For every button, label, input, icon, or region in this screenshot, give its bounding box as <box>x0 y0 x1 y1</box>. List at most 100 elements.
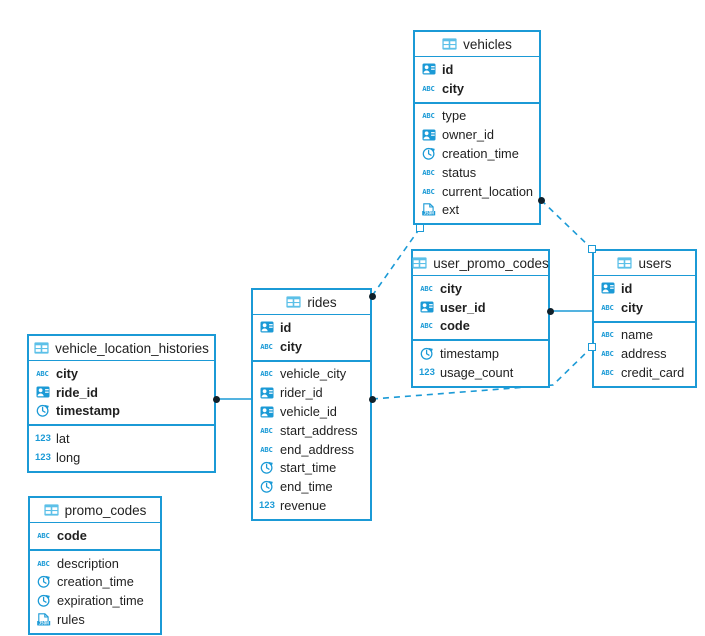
field-label: name <box>621 327 654 343</box>
abc-text-icon: ABC <box>420 321 433 331</box>
id-card-key-icon <box>422 129 436 141</box>
column-field[interactable]: end_time <box>253 477 370 496</box>
abc-text-icon: ABC <box>420 283 433 293</box>
field-label: revenue <box>280 498 327 514</box>
icon-slot <box>421 147 436 160</box>
table-header-vehicle_location_histories[interactable]: vehicle_location_histories <box>29 336 214 361</box>
column-field[interactable]: vehicle_id <box>253 402 370 421</box>
icon-slot: JSON <box>36 613 51 626</box>
field-label: description <box>57 555 119 571</box>
column-field[interactable]: ABC name <box>594 326 695 345</box>
primary-key-field[interactable]: id <box>253 318 370 337</box>
id-card-key-icon <box>260 406 274 418</box>
column-field[interactable]: creation_time <box>30 573 160 592</box>
field-label: creation_time <box>57 574 134 590</box>
123-number-icon: 123 <box>35 452 51 464</box>
abc-text-icon: ABC <box>601 330 614 340</box>
relationship-endpoint-square <box>416 224 424 232</box>
column-field[interactable]: creation_time <box>415 144 539 163</box>
abc-text-icon: ABC <box>260 341 273 351</box>
icon-slot <box>421 63 436 75</box>
id-card-key-icon <box>420 301 434 313</box>
icon-slot <box>259 406 274 418</box>
abc-text-icon: ABC <box>37 558 50 568</box>
field-label: id <box>442 61 454 77</box>
clock-icon <box>422 147 436 160</box>
column-field[interactable]: owner_id <box>415 125 539 144</box>
field-label: id <box>280 319 292 335</box>
table-header-rides[interactable]: rides <box>253 290 370 315</box>
table-header-vehicles[interactable]: vehicles <box>415 32 539 57</box>
table-header-users[interactable]: users <box>594 251 695 276</box>
column-field[interactable]: ABC description <box>30 554 160 573</box>
clock-icon <box>260 461 274 475</box>
primary-key-field[interactable]: id <box>415 60 539 79</box>
abc-text-icon: ABC <box>422 83 435 93</box>
column-field[interactable]: rider_id <box>253 383 370 402</box>
table-name-label: user_promo_codes <box>433 255 549 271</box>
field-label: owner_id <box>442 127 494 143</box>
abc-text-icon: ABC <box>601 302 614 312</box>
relationship-line-rel-vehicles-users <box>540 199 593 250</box>
id-card-key-icon <box>601 282 615 294</box>
relationship-endpoint-square <box>588 245 596 253</box>
table-header-promo_codes[interactable]: promo_codes <box>30 498 160 523</box>
123-number-icon: 123 <box>35 433 51 445</box>
primary-key-field[interactable]: id <box>594 279 695 298</box>
field-label: type <box>442 108 467 124</box>
icon-slot <box>36 575 51 589</box>
table-grid-icon <box>286 296 301 308</box>
field-label: rider_id <box>280 385 323 401</box>
relationship-endpoint-square <box>588 343 596 351</box>
primary-key-field[interactable]: timestamp <box>29 402 214 421</box>
clock-icon <box>420 347 434 361</box>
primary-key-field[interactable]: user_id <box>413 298 548 317</box>
abc-text-icon: ABC <box>260 444 273 454</box>
field-label: timestamp <box>56 403 121 419</box>
field-label: end_time <box>280 479 333 495</box>
json-file-icon: JSON <box>421 203 436 216</box>
icon-slot <box>259 321 274 333</box>
table-grid-icon <box>34 342 49 354</box>
primary-key-field[interactable]: ride_id <box>29 383 214 402</box>
abc-text-icon: ABC <box>422 167 435 177</box>
table-header-user_promo_codes[interactable]: user_promo_codes <box>412 251 549 276</box>
column-field[interactable]: timestamp <box>413 344 548 363</box>
column-field[interactable]: expiration_time <box>30 591 160 610</box>
abc-text-icon: ABC <box>260 425 273 435</box>
column-field[interactable]: start_time <box>253 459 370 478</box>
field-label: current_location <box>442 183 534 199</box>
abc-text-icon: ABC <box>601 368 614 378</box>
